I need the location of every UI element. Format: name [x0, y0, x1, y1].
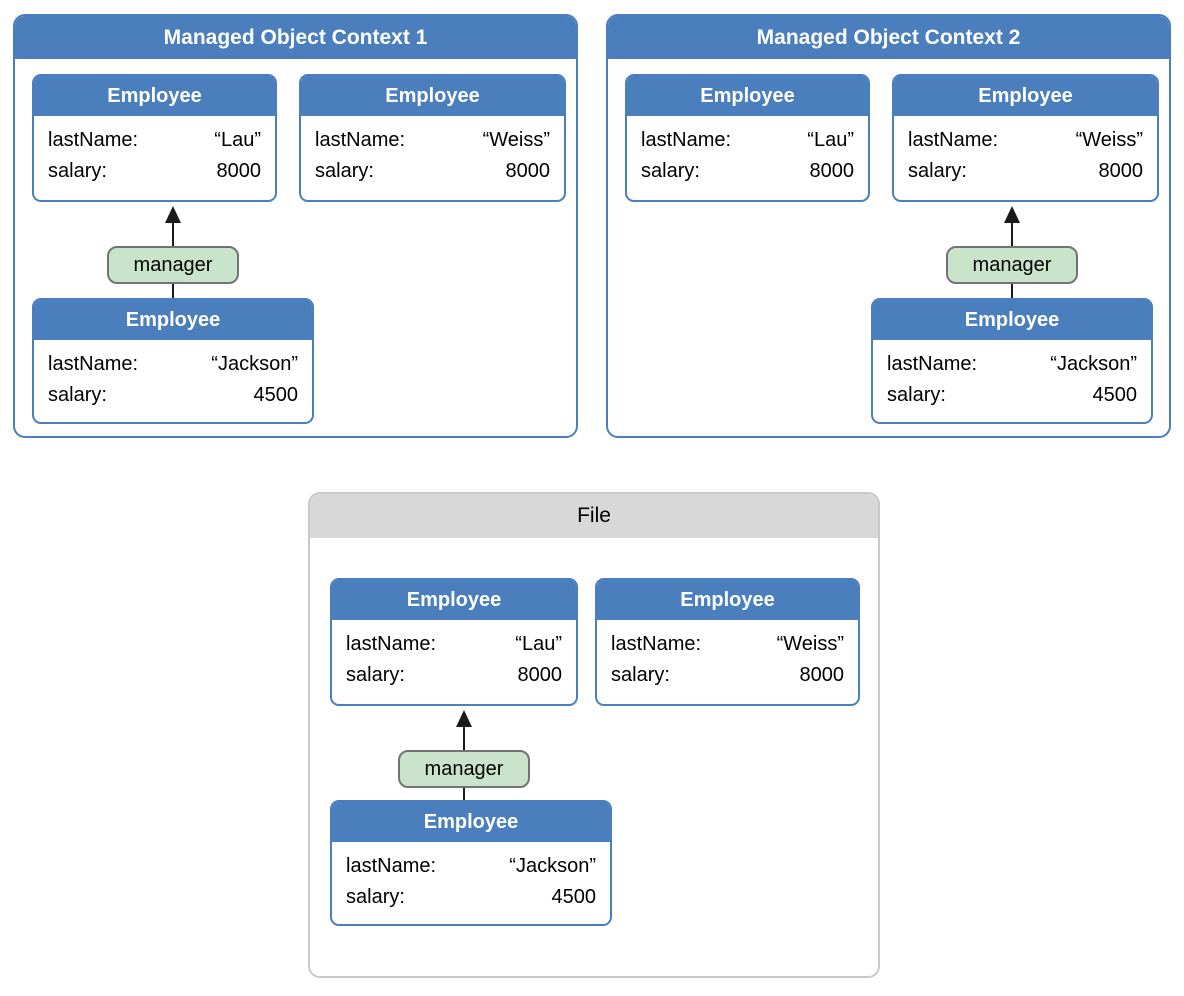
entity-title: Employee [332, 580, 576, 620]
attribute-label: salary: [48, 384, 107, 406]
entity-title: Employee [34, 76, 275, 116]
attribute-value: 8000 [505, 160, 551, 182]
attribute-label: lastName: [48, 129, 139, 151]
attribute-row: salary: 8000 [346, 660, 562, 691]
employee-card-weiss: Employee lastName: “Weiss” salary: 8000 [299, 74, 566, 202]
container-title: Managed Object Context 2 [608, 16, 1169, 59]
managed-object-context-1-box: Managed Object Context 1 Employee lastNa… [13, 14, 578, 438]
managed-object-context-2-box: Managed Object Context 2 Employee lastNa… [606, 14, 1171, 438]
attribute-label: lastName: [48, 353, 139, 375]
attribute-label: salary: [346, 664, 405, 686]
attribute-label: salary: [641, 160, 700, 182]
employee-card-lau: Employee lastName: “Lau” salary: 8000 [625, 74, 870, 202]
entity-title: Employee [301, 76, 564, 116]
attribute-value: “Weiss” [1075, 129, 1143, 151]
attribute-value: “Jackson” [1050, 353, 1137, 375]
attribute-value: “Lau” [214, 129, 261, 151]
attribute-value: “Jackson” [509, 855, 596, 877]
attribute-row: lastName: “Jackson” [887, 349, 1137, 380]
container-title: File [310, 494, 878, 538]
attribute-row: salary: 4500 [48, 380, 298, 411]
manager-relationship-pill: manager [107, 246, 239, 284]
attribute-row: lastName: “Lau” [48, 125, 261, 156]
arrow-shaft-line [463, 725, 465, 750]
file-box: File Employee lastName: “Lau” salary: 80… [308, 492, 880, 978]
attribute-value: “Weiss” [482, 129, 550, 151]
attribute-row: salary: 8000 [908, 156, 1143, 187]
employee-card-jackson: Employee lastName: “Jackson” salary: 450… [871, 298, 1153, 424]
attribute-label: lastName: [641, 129, 732, 151]
employee-card-lau: Employee lastName: “Lau” salary: 8000 [330, 578, 578, 706]
attribute-label: salary: [611, 664, 670, 686]
attribute-row: salary: 4500 [346, 882, 596, 913]
attribute-value: 8000 [809, 160, 855, 182]
entity-title: Employee [34, 300, 312, 340]
employee-card-jackson: Employee lastName: “Jackson” salary: 450… [32, 298, 314, 424]
entity-title: Employee [597, 580, 858, 620]
employee-card-lau: Employee lastName: “Lau” salary: 8000 [32, 74, 277, 202]
arrow-up-icon [1004, 206, 1020, 223]
attribute-value: 8000 [517, 664, 563, 686]
arrow-shaft-line [172, 221, 174, 246]
entity-title: Employee [627, 76, 868, 116]
attribute-value: “Lau” [807, 129, 854, 151]
arrow-up-icon [165, 206, 181, 223]
attribute-row: lastName: “Jackson” [48, 349, 298, 380]
attribute-value: “Weiss” [776, 633, 844, 655]
attribute-value: 8000 [216, 160, 262, 182]
arrow-shaft-line [1011, 221, 1013, 246]
attribute-label: lastName: [611, 633, 702, 655]
attribute-label: salary: [346, 886, 405, 908]
employee-card-weiss: Employee lastName: “Weiss” salary: 8000 [892, 74, 1159, 202]
attribute-row: salary: 8000 [315, 156, 550, 187]
attribute-label: lastName: [315, 129, 406, 151]
attribute-row: salary: 8000 [48, 156, 261, 187]
attribute-value: 8000 [799, 664, 845, 686]
attribute-value: 4500 [253, 384, 299, 406]
connector-line [1011, 284, 1013, 298]
entity-title: Employee [873, 300, 1151, 340]
attribute-value: 8000 [1098, 160, 1144, 182]
employee-card-jackson: Employee lastName: “Jackson” salary: 450… [330, 800, 612, 926]
attribute-row: lastName: “Weiss” [315, 125, 550, 156]
attribute-label: lastName: [346, 633, 437, 655]
attribute-label: lastName: [346, 855, 437, 877]
arrow-up-icon [456, 710, 472, 727]
attribute-row: lastName: “Weiss” [611, 629, 844, 660]
attribute-label: salary: [315, 160, 374, 182]
attribute-row: salary: 4500 [887, 380, 1137, 411]
attribute-row: lastName: “Jackson” [346, 851, 596, 882]
container-title: Managed Object Context 1 [15, 16, 576, 59]
attribute-value: “Jackson” [211, 353, 298, 375]
attribute-value: “Lau” [515, 633, 562, 655]
attribute-label: salary: [908, 160, 967, 182]
attribute-label: lastName: [908, 129, 999, 151]
manager-relationship-pill: manager [946, 246, 1078, 284]
manager-relationship-pill: manager [398, 750, 530, 788]
attribute-row: lastName: “Lau” [641, 125, 854, 156]
entity-title: Employee [332, 802, 610, 842]
attribute-label: lastName: [887, 353, 978, 375]
employee-card-weiss: Employee lastName: “Weiss” salary: 8000 [595, 578, 860, 706]
attribute-row: lastName: “Lau” [346, 629, 562, 660]
entity-title: Employee [894, 76, 1157, 116]
attribute-row: salary: 8000 [641, 156, 854, 187]
attribute-row: salary: 8000 [611, 660, 844, 691]
connector-line [463, 788, 465, 800]
attribute-row: lastName: “Weiss” [908, 125, 1143, 156]
attribute-label: salary: [887, 384, 946, 406]
attribute-value: 4500 [1092, 384, 1138, 406]
connector-line [172, 284, 174, 298]
attribute-value: 4500 [551, 886, 597, 908]
attribute-label: salary: [48, 160, 107, 182]
